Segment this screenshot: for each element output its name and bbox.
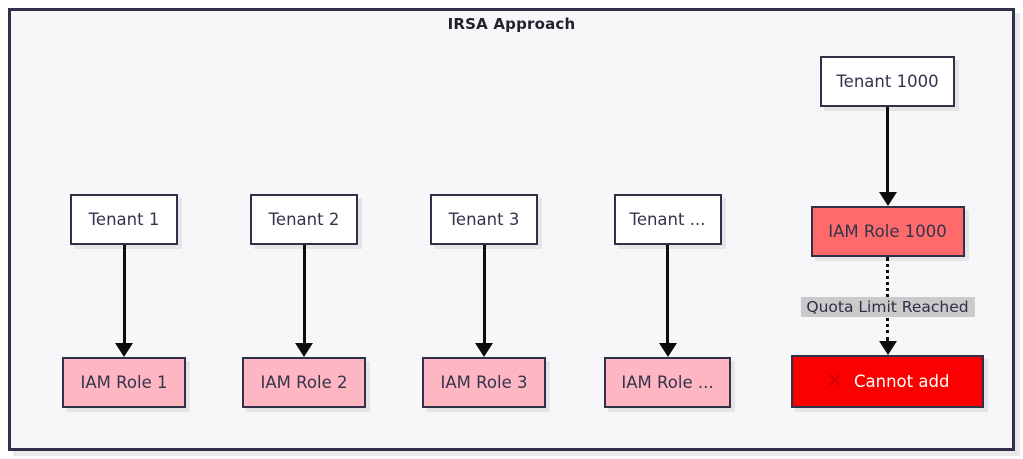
tenant-1000-node: Tenant 1000 <box>820 56 955 107</box>
diagram-title: IRSA Approach <box>447 15 576 33</box>
arrow-down-icon <box>878 107 897 206</box>
arrow-down-icon <box>115 245 133 357</box>
flow-column-tenant-ellipsis: Tenant ... IAM Role ... <box>604 194 731 408</box>
iam-role-2-node: IAM Role 2 <box>242 357 366 408</box>
tenant-ellipsis-node: Tenant ... <box>613 194 722 245</box>
iam-role-1-node: IAM Role 1 <box>62 357 186 408</box>
cannot-add-node: ✕ Cannot add <box>791 355 984 408</box>
tenant-3-node: Tenant 3 <box>430 194 538 245</box>
flow-column-tenant-3: Tenant 3 IAM Role 3 <box>422 194 546 408</box>
iam-role-1000-node: IAM Role 1000 <box>810 205 965 257</box>
cannot-add-label: Cannot add <box>854 372 950 391</box>
arrow-down-icon <box>295 245 313 357</box>
cross-icon: ✕ <box>825 368 844 394</box>
diagram-frame: IRSA Approach Tenant 1 IAM Role 1 Tenant… <box>8 8 1015 451</box>
dotted-arrow-down-icon: Quota Limit Reached <box>791 256 984 355</box>
tenant-1-node: Tenant 1 <box>70 194 178 245</box>
arrow-down-icon <box>475 245 493 357</box>
arrow-down-icon <box>658 245 677 357</box>
flow-column-tenant-1: Tenant 1 IAM Role 1 <box>62 194 186 408</box>
tenant-2-node: Tenant 2 <box>250 194 358 245</box>
iam-role-ellipsis-node: IAM Role ... <box>604 357 731 408</box>
iam-role-3-node: IAM Role 3 <box>422 357 546 408</box>
flow-column-tenant-2: Tenant 2 IAM Role 2 <box>242 194 366 408</box>
quota-limit-label: Quota Limit Reached <box>800 296 975 317</box>
flow-column-tenant-1000: Tenant 1000 IAM Role 1000 Quota Limit Re… <box>791 56 984 408</box>
